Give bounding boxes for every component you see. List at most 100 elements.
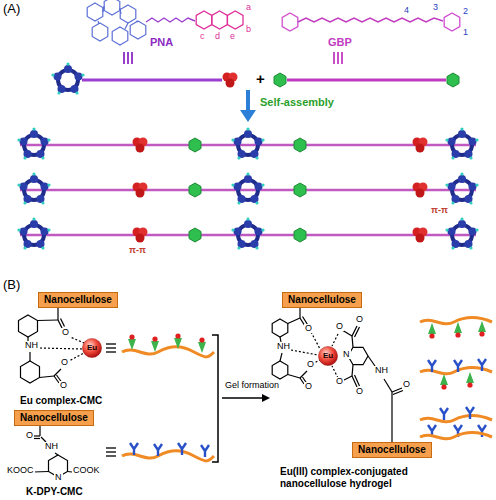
product-structure [300,371,307,378]
atom-label: O [304,324,313,333]
plus-sign: + [256,70,265,87]
nanocellulose-box: Nanocellulose [352,442,432,458]
process-label: Gel formation [225,380,279,390]
atom-label: O [335,322,344,331]
nanocellulose-box: Nanocellulose [282,292,362,308]
alkyl-chain [298,18,443,22]
pyridinium-icon [447,73,459,87]
eu-cmc-schematic [128,334,136,350]
atom-label: NH [276,342,291,351]
product-structure [352,365,353,376]
nanocellulose-box: Nanocellulose [38,292,118,308]
eu-complex-structure [57,306,58,320]
product-structure [348,347,368,364]
molecule-name: PNA [150,36,173,49]
atom-label: O [60,358,69,367]
product-structure [280,353,282,361]
naphthalimide [227,11,243,29]
product-structure [272,319,288,337]
hydrogel-schematic [454,322,462,338]
pna-structure [87,0,146,45]
ion-symbol: Eu [323,351,333,360]
atom-label: N [342,350,351,359]
bracket [212,335,218,462]
hydrogel-schematic [420,416,492,422]
eu-complex-structure [19,306,85,383]
pna-chain-icon [82,79,222,82]
hydrogel-schematic [466,407,474,419]
product-structure [355,327,360,337]
hydrogel-schematic [466,372,474,388]
panel-label: (A) [3,2,20,17]
supramolecular-network [133,228,148,243]
europium-ion: Eu [82,338,102,358]
supramolecular-network [189,228,201,242]
ion-sphere [318,346,337,365]
proton-label: a [246,2,251,12]
eu-cmc-schematic [122,333,214,356]
equivalence-bars [334,52,342,64]
equivalence-bars [124,52,132,64]
equivalence-bars [106,448,116,456]
supramolecular-network [231,172,264,204]
dpy-cmc-schematic [130,443,138,455]
supramolecular-network [294,138,306,152]
box-label: Nanocellulose [20,412,88,424]
gbp-structure [444,13,460,31]
hydrogel-schematic [478,359,486,371]
equivalence-bars [106,455,116,456]
assembly-arrowhead [240,110,256,122]
process-label: Self-assembly [260,96,334,109]
hydrogel-schematic [440,408,448,420]
supramolecular-network [20,234,476,237]
pna-structure [130,21,146,39]
supramolecular-network [445,172,478,204]
product-structure [272,361,288,379]
eu-complex-structure [38,319,59,321]
equivalence-bars [106,343,116,344]
product-structure [393,391,403,395]
proton-label: 1 [463,27,468,37]
equivalence-bars [106,347,116,348]
atom-label: O [304,382,313,391]
dpy-cmc-schematic [178,443,186,455]
supramolecular-network [20,144,476,147]
product-structure [332,334,338,346]
eu-cmc-schematic [174,333,182,349]
supramolecular-network [294,228,306,242]
pna-structure [112,27,128,45]
ion-sphere [82,338,101,357]
supramolecular-network [413,138,428,153]
equivalence-bars [333,52,335,64]
naphthalimide-icon [223,73,238,88]
hydrogel-schematic [478,321,486,337]
hydrogel-schematic [454,360,462,372]
supramolecular-network [294,183,306,197]
supramolecular-network [17,127,478,249]
hydrogel-schematic [428,360,436,372]
compound-name: Eu complex-CMC [20,395,102,407]
atom-label: O [61,328,70,337]
reaction-arrow [222,397,263,399]
hydrogel-schematic [440,374,448,390]
dpy-cmc-schematic [122,443,214,461]
reaction-arrowhead [262,394,270,402]
box-label: Nanocellulose [358,444,426,456]
atom-label: O [306,360,315,369]
product-structure [352,336,353,347]
pna-structure [87,3,103,21]
pna-structure [98,6,138,29]
interaction-label: π-π [128,246,147,255]
proton-label: 3 [433,2,438,12]
atom-label: NH [44,442,59,451]
supramolecular-network [189,138,201,152]
eu-complex-structure [40,376,55,378]
proton-label: e [230,31,235,41]
pna-structure [92,23,108,41]
naphthalimide [212,11,228,29]
eu-complex-structure [54,369,61,376]
atom-label: O [59,381,68,390]
hydrogel-schematic [420,318,492,324]
equivalence-bars [106,451,116,452]
